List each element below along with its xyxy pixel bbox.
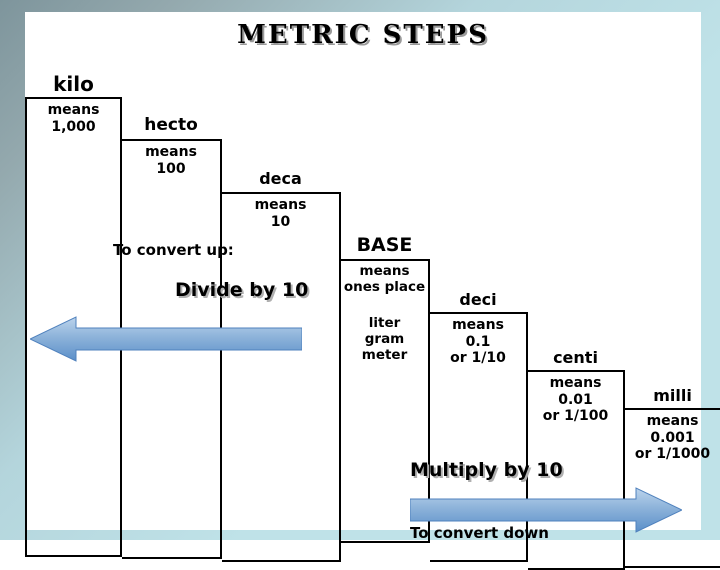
step-centi-line-3: or 1/100 xyxy=(542,408,609,425)
multiply-by-10-caption: Multiply by 10 xyxy=(410,459,563,481)
step-hecto-label: hecto xyxy=(144,115,198,135)
step-centi-label: centi xyxy=(553,348,598,367)
step-deca-line-1: means xyxy=(254,197,307,213)
step-base-label: BASE xyxy=(356,234,413,256)
convert-up-caption: To convert up: xyxy=(113,241,234,259)
step-hecto-line-2: 100 xyxy=(156,160,186,177)
step-deci-line-3: or 1/10 xyxy=(450,350,506,367)
step-kilo-label: kilo xyxy=(53,72,94,96)
step-base-unit-meter: meter xyxy=(361,346,408,363)
step-centi[interactable]: centi means 0.01 or 1/100 xyxy=(528,348,625,570)
right-arrow-icon xyxy=(410,487,682,533)
step-base-line-1: means xyxy=(359,263,410,279)
step-milli[interactable]: milli means 0.001 or 1/1000 xyxy=(625,386,720,568)
step-deci-line-1: means xyxy=(452,317,504,333)
step-deca-body: means 10 xyxy=(222,194,339,230)
divide-by-10-caption: Divide by 10 xyxy=(175,279,309,301)
step-kilo-line-1: means xyxy=(47,102,100,118)
step-kilo-body: means 1,000 xyxy=(27,99,120,135)
step-deci[interactable]: deci means 0.1 or 1/10 xyxy=(430,290,528,562)
step-milli-body: means 0.001 or 1/1000 xyxy=(625,410,720,463)
step-deci-label: deci xyxy=(459,290,497,309)
step-centi-line-1: means xyxy=(549,375,602,391)
step-base-spacer xyxy=(341,296,428,316)
step-deci-body: means 0.1 or 1/10 xyxy=(430,314,526,367)
step-base-unit-liter: liter xyxy=(368,314,401,331)
step-centi-line-2: 0.01 xyxy=(558,391,593,408)
step-milli-label: milli xyxy=(653,386,692,405)
step-base-line-2: ones place xyxy=(343,278,426,295)
step-base-unit-gram: gram xyxy=(364,330,405,347)
left-arrow-icon xyxy=(30,316,302,362)
step-base[interactable]: BASE means ones place liter gram meter xyxy=(341,234,430,543)
convert-down-caption: To convert down xyxy=(410,524,549,542)
step-deci-line-2: 0.1 xyxy=(465,333,491,350)
step-hecto-line-1: means xyxy=(145,144,197,160)
step-milli-line-3: or 1/1000 xyxy=(634,446,711,463)
step-deca-label: deca xyxy=(259,169,302,188)
step-base-body: means ones place liter gram meter xyxy=(341,261,428,364)
page-title: METRIC STEPS xyxy=(237,20,489,50)
step-milli-line-1: means xyxy=(646,413,699,429)
step-hecto-body: means 100 xyxy=(122,141,220,177)
step-kilo-line-2: 1,000 xyxy=(51,118,96,135)
slide-canvas: METRIC STEPS kilo means 1,000 hecto mean… xyxy=(25,12,720,570)
step-deca-line-2: 10 xyxy=(270,213,291,230)
step-milli-line-2: 0.001 xyxy=(650,429,695,446)
step-deca[interactable]: deca means 10 xyxy=(222,169,341,562)
step-centi-body: means 0.01 or 1/100 xyxy=(528,372,623,425)
